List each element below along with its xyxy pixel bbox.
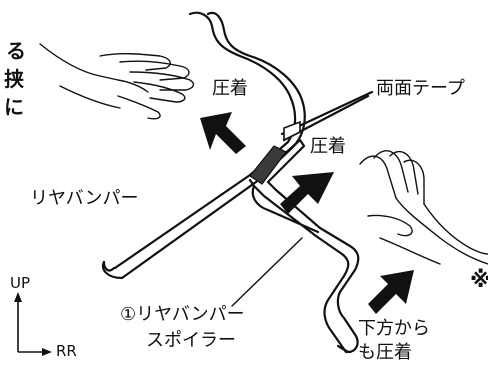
press-arrow-top [200,112,246,154]
spoiler-leader [231,237,303,307]
spoiler-lower-lip [251,184,320,234]
label-spoiler-line2: スポイラー [146,330,236,351]
seal-region [249,145,287,185]
label-axis-up: UP [10,274,31,292]
edge-text-left-3: に [4,95,24,119]
press-arrow-bottom [368,270,414,314]
label-press-right: 圧着 [310,136,346,157]
edge-text-right: ※ [470,270,488,292]
rear-bumper-inner [120,11,306,280]
label-from-below-line2: も圧着 [358,342,412,363]
hand-right-icon [359,150,488,265]
spoiler-inner [248,178,350,354]
edge-text-left-1: る [6,39,26,63]
bumper-tail [102,260,116,272]
rear-bumper-outline [113,11,297,270]
edge-text-left-2: 挟 [4,67,24,91]
double-tape-strip [283,120,301,142]
label-double-tape: 両面テープ [376,78,465,99]
spoiler-outline [258,138,360,354]
label-spoiler-line1: ①リヤバンパー [120,304,245,325]
press-arrow-right [280,172,334,214]
label-press-top: 圧着 [212,78,248,99]
axis-arrow-icon [14,292,52,356]
label-rear-bumper: リヤバンパー [30,188,139,209]
hand-left-icon [39,43,195,120]
label-from-below-line1: 下方から [358,318,430,339]
label-axis-rr: RR [56,342,77,360]
